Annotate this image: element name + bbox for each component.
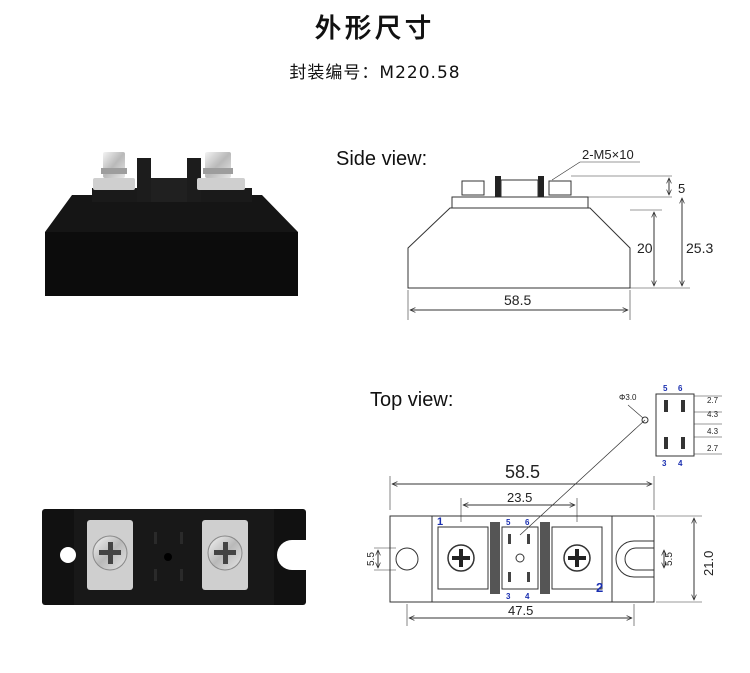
inset-pin-6-label: 6 — [678, 384, 683, 393]
inset-pin-4-label: 4 — [678, 459, 683, 468]
terminal-screw-right-icon — [207, 535, 243, 571]
hole-diameter-label: Φ3.0 — [619, 393, 637, 402]
mount-spacing-dim: 47.5 — [508, 603, 533, 618]
pin-dim-1: 2.7 — [707, 396, 719, 405]
pin-1-label: 1 — [437, 516, 443, 528]
pin-6-label: 6 — [525, 518, 530, 527]
slot-dim: 5.5 — [664, 552, 675, 566]
page-title: 外形尺寸 — [314, 14, 435, 44]
mount-hole-icon — [60, 547, 76, 563]
terminal-screw-left-icon — [92, 535, 128, 571]
terminal-spacing-dim: 23.5 — [507, 490, 532, 505]
side-width-dim: 58.5 — [504, 292, 531, 308]
mount-slot-icon — [277, 540, 306, 570]
pin-detail-inset — [627, 393, 722, 457]
package-code-label: 封装编号：M220.58 — [289, 63, 461, 83]
side-view-drawing — [407, 161, 690, 320]
side-total-height-dim: 25.3 — [686, 240, 713, 256]
top-width-dim: 21.0 — [701, 551, 716, 576]
terminal-screw-left-symbol-icon — [447, 544, 475, 572]
terminal-screw-right-symbol-icon — [563, 544, 591, 572]
pin-dim-2: 4.3 — [707, 410, 719, 419]
screw-spec-label: 2-M5×10 — [582, 147, 634, 162]
side-view-label: Side view: — [336, 148, 428, 170]
pin-3-label: 3 — [506, 592, 511, 601]
module-side-photo — [45, 152, 298, 296]
pin-dim-3: 4.3 — [707, 427, 719, 436]
side-body-height-dim: 20 — [637, 240, 653, 256]
inset-pin-3-label: 3 — [662, 459, 667, 468]
hole-dim: 5.5 — [366, 552, 377, 566]
top-view-drawing — [374, 419, 702, 626]
pin-2-label: 2 — [596, 580, 603, 595]
top-length-dim: 58.5 — [505, 462, 540, 482]
pin-dim-4: 2.7 — [707, 444, 719, 453]
side-screw-height-dim: 5 — [678, 181, 685, 196]
screw-left-icon — [93, 152, 135, 190]
pin-5-label: 5 — [506, 518, 511, 527]
top-view-label: Top view: — [370, 389, 454, 411]
module-top-photo — [42, 509, 306, 605]
pin-4-label: 4 — [525, 592, 530, 601]
screw-right-icon — [197, 152, 245, 190]
inset-pin-5-label: 5 — [663, 384, 668, 393]
